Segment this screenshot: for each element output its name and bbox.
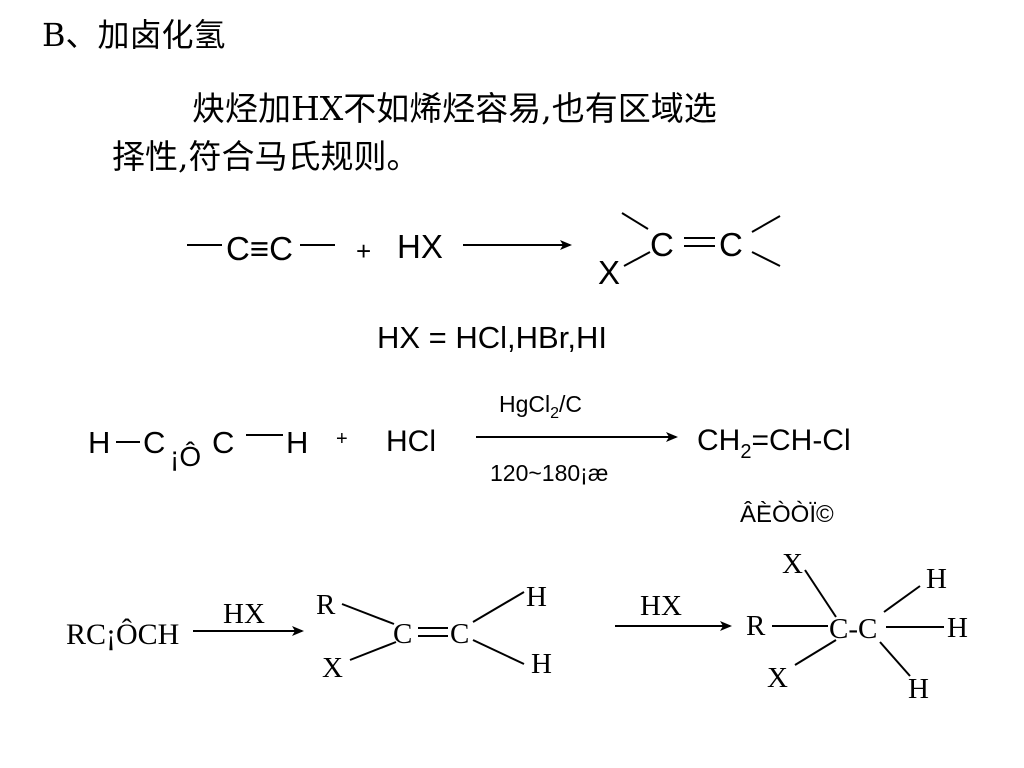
vinyl-chloride-product: CH2=CH-Cl xyxy=(697,424,851,463)
hydrogen-right: H xyxy=(286,425,308,460)
hydrogen-left: H xyxy=(88,425,110,460)
paragraph-line-1: 炔烃加HX不如烯烃容易,也有区域选 xyxy=(192,89,717,128)
product-h-right: H xyxy=(947,612,968,644)
reaction-1: C≡C + HX C C X HX = HCl,HBr,HI xyxy=(187,212,781,355)
bond-h-bottom xyxy=(879,641,911,677)
product-h-bottom: H xyxy=(908,673,929,705)
bond-to-x xyxy=(623,251,651,267)
product-carbon-2: C xyxy=(719,226,743,263)
product-x-top: X xyxy=(782,548,803,580)
plus-sign-2: + xyxy=(336,428,348,450)
alkyne-reactant: C≡C xyxy=(226,230,293,267)
product-halogen: X xyxy=(598,254,620,291)
bond-x-c xyxy=(349,641,397,661)
bond-x-bottom xyxy=(794,639,837,666)
reaction-3: RC¡ÔCH HX R X C C H H HX X R C-C X H H H xyxy=(66,548,968,705)
bond-c-h-top xyxy=(472,591,525,623)
temperature-condition: 120~180¡æ xyxy=(490,460,608,486)
reagent-hcl: HCl xyxy=(386,425,436,458)
garbled-triple-bond: ¡Ô xyxy=(170,441,201,472)
intermediate-c2: C xyxy=(450,618,469,650)
carbon-right: C xyxy=(212,425,234,460)
reagent-hx-2: HX xyxy=(640,590,682,622)
carbon-left: C xyxy=(143,425,165,460)
catalyst-label: HgCl2/C xyxy=(499,391,582,422)
product-carbon-1: C xyxy=(650,226,674,263)
product-r: R xyxy=(746,610,766,642)
reaction-2: H C ¡Ô C H + HCl HgCl2/C 120~180¡æ CH2=C… xyxy=(88,391,851,528)
intermediate-x: X xyxy=(322,652,343,684)
reagent-hx: HX xyxy=(397,228,443,265)
bond-upper-right xyxy=(751,215,781,233)
intermediate-h-top: H xyxy=(526,581,547,613)
product-x-bottom: X xyxy=(767,662,788,694)
bond-lower-right xyxy=(751,251,781,267)
bond-h-top xyxy=(883,585,921,613)
intermediate-c1: C xyxy=(393,618,412,650)
hx-definition: HX = HCl,HBr,HI xyxy=(377,320,607,355)
bond-upper-left xyxy=(621,212,649,230)
bond-c-h-bottom xyxy=(472,639,525,665)
bond-x-top xyxy=(804,569,837,618)
garbled-product-name: ÂÈÒÒÏ© xyxy=(740,501,834,528)
paragraph-line-2: 择性,符合马氏规则。 xyxy=(112,137,420,176)
bond-r-c xyxy=(341,603,395,625)
plus-sign: + xyxy=(356,236,371,266)
product-cc: C-C xyxy=(829,613,877,645)
intermediate-r: R xyxy=(316,589,336,621)
intermediate-h-bottom: H xyxy=(531,648,552,680)
section-heading: B、加卤化氢 xyxy=(42,16,226,54)
reagent-hx-1: HX xyxy=(223,598,265,630)
description-paragraph: 炔烃加HX不如烯烃容易,也有区域选 择性,符合马氏规则。 xyxy=(112,85,832,181)
product-h-top: H xyxy=(926,563,947,595)
terminal-alkyne: RC¡ÔCH xyxy=(66,618,179,651)
